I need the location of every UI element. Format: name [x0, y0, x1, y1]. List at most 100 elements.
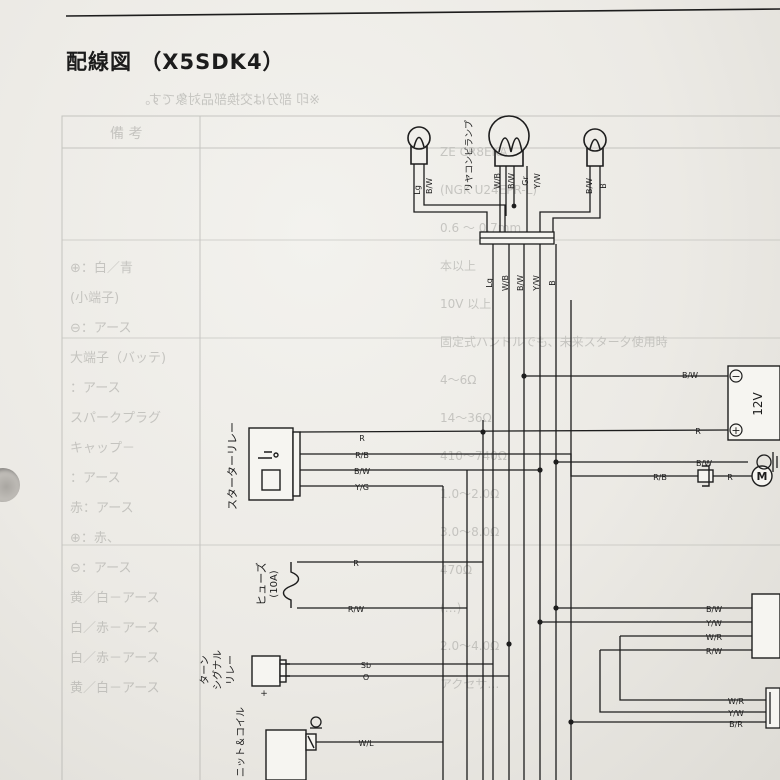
junction-dot: [511, 203, 517, 209]
wire-label: Y/W: [727, 709, 744, 718]
ghost-left-row: 白／赤－アース: [70, 620, 160, 636]
bulb-leads: [413, 164, 601, 232]
right-bulb-icon: [583, 128, 607, 167]
wire-label: Y/W: [532, 275, 541, 292]
ghost-right-row: 410～740Ω: [440, 449, 507, 463]
harness-connector: [479, 231, 555, 245]
wire-label: R/B: [355, 451, 369, 460]
fuse-rating: (10A): [269, 570, 280, 597]
ghost-left-row: ⊖：アース: [70, 321, 131, 336]
wire-label: W/B: [501, 275, 510, 291]
wire-label: R: [727, 473, 733, 482]
turn-relay-label-1: ターン: [199, 655, 211, 685]
wire-label: W/R: [706, 633, 723, 642]
starter-relay-label: スターターリレー: [226, 422, 239, 510]
ghost-left-row: 白／赤－アース: [70, 650, 160, 666]
page-title: 配線図 （X5SDK4）: [66, 50, 285, 74]
turn-relay-ground-sign: +: [260, 689, 268, 699]
ghost-left-row: ：アース: [70, 381, 121, 396]
ghost-right-row: 10V 以上: [440, 297, 491, 311]
right-connector-block: [751, 593, 780, 659]
wire-label: Sb: [361, 661, 371, 670]
ghost-right-row: 2.0～4.0Ω: [440, 639, 499, 653]
ghost-right-row: 1.0～2.0Ω: [440, 487, 499, 501]
ghost-left-row: キャップ－: [70, 441, 135, 456]
wire-label: B/W: [706, 605, 722, 614]
ghost-header: 備 考: [110, 126, 142, 142]
ghost-left-row: 大端子（バッテ): [70, 351, 166, 366]
ghost-right-row: (NGK U24EPR-L): [440, 183, 537, 197]
center-bulb-icon: [488, 115, 530, 167]
ghost-left-row: ：アース: [70, 471, 121, 486]
ignition-ground-icon: [310, 716, 322, 729]
turn-relay-label-3: リレー: [226, 655, 237, 685]
wire-label: B/W: [516, 275, 525, 291]
wire-label: R: [359, 434, 365, 443]
fuse-label: ヒューズ: [254, 562, 268, 605]
wire-label: R: [353, 559, 359, 568]
ghost-left-row: ⊖：アース: [70, 561, 131, 576]
ghost-right-row: 14～36Ω: [440, 411, 492, 425]
wire-label: B/W: [354, 467, 370, 476]
ghost-right-row: 470Ω: [440, 563, 472, 577]
wire-label: W/B: [493, 173, 502, 189]
ghost-left-row: (小端子): [70, 291, 119, 306]
ghost-left-row: ⊕：赤、: [70, 531, 120, 546]
wire-label: Y/G: [354, 483, 369, 492]
wire-label: Lg: [413, 185, 422, 195]
ghost-note: ※印 部分は交換部品対象です。: [137, 92, 320, 108]
wire-label: B/W: [425, 178, 434, 194]
wire-label: B: [548, 280, 557, 286]
starter-motor-icon: [697, 465, 773, 487]
wire-label: R/W: [706, 647, 722, 656]
wire-label: W/R: [728, 697, 745, 706]
turn-relay-label-2: シグナル: [211, 650, 224, 690]
wire-label: Y/W: [533, 173, 542, 190]
wire-label: Lg: [485, 278, 494, 288]
wire-label: W/L: [358, 739, 374, 748]
battery-icon: [727, 365, 780, 441]
wire-label: Y/W: [705, 619, 722, 628]
wire-label: B: [599, 183, 608, 189]
wire-label: R: [695, 427, 701, 436]
wire-label: B/W: [585, 178, 594, 194]
wire-runs: [283, 375, 766, 743]
ghost-right-row: 本以上: [440, 259, 476, 273]
ghost-left-row: スパークプラグ: [70, 411, 161, 426]
wire-label: B/W: [682, 371, 698, 380]
ghost-left-row: 黄／白－アース: [70, 680, 160, 696]
ghost-right-row: ZE CR8EKA: [440, 145, 508, 159]
ghost-right-row: アクセサ…: [440, 677, 499, 691]
lower-right-connector: [765, 687, 780, 729]
wire-label: B/W: [507, 173, 516, 189]
fuse-icon: [282, 562, 300, 608]
battery-minus-terminal: [729, 369, 743, 383]
turn-signal-relay-icon: [251, 655, 290, 687]
wire-label: R/B: [653, 473, 667, 482]
binder-hole: [0, 468, 20, 502]
battery-voltage: 12V: [751, 391, 765, 415]
battery-plus-sign: +: [731, 424, 740, 437]
ghost-right-row: 固定式ハンドルでも、未来スター夕使用時: [440, 334, 668, 349]
ignition-label: ニット＆コイル: [236, 707, 247, 777]
junction-dots: [480, 373, 574, 725]
ignition-unit-icon: [265, 729, 317, 780]
ghost-left-row: 赤：アース: [70, 501, 134, 516]
wire-trunk: [442, 244, 572, 780]
ground-icon: [756, 452, 778, 472]
ghost-right-row: 3.0～8.0Ω: [440, 525, 499, 539]
motor-symbol: M: [757, 470, 768, 483]
ghost-right-row: 4～6Ω: [440, 373, 476, 387]
starter-relay-icon: [248, 427, 301, 501]
wire-label: B/R: [729, 720, 743, 729]
license-lamp-label: リヤコンビランプ: [464, 120, 475, 192]
wire-label: Gr: [521, 176, 530, 186]
battery-minus-sign: −: [731, 370, 740, 383]
battery-plus-terminal: [729, 423, 743, 437]
ghost-left-row: ⊕：白／青: [70, 260, 133, 276]
wire-label: O: [363, 673, 369, 682]
wire-label: B/W: [696, 459, 712, 468]
top-rule: [65, 8, 780, 17]
